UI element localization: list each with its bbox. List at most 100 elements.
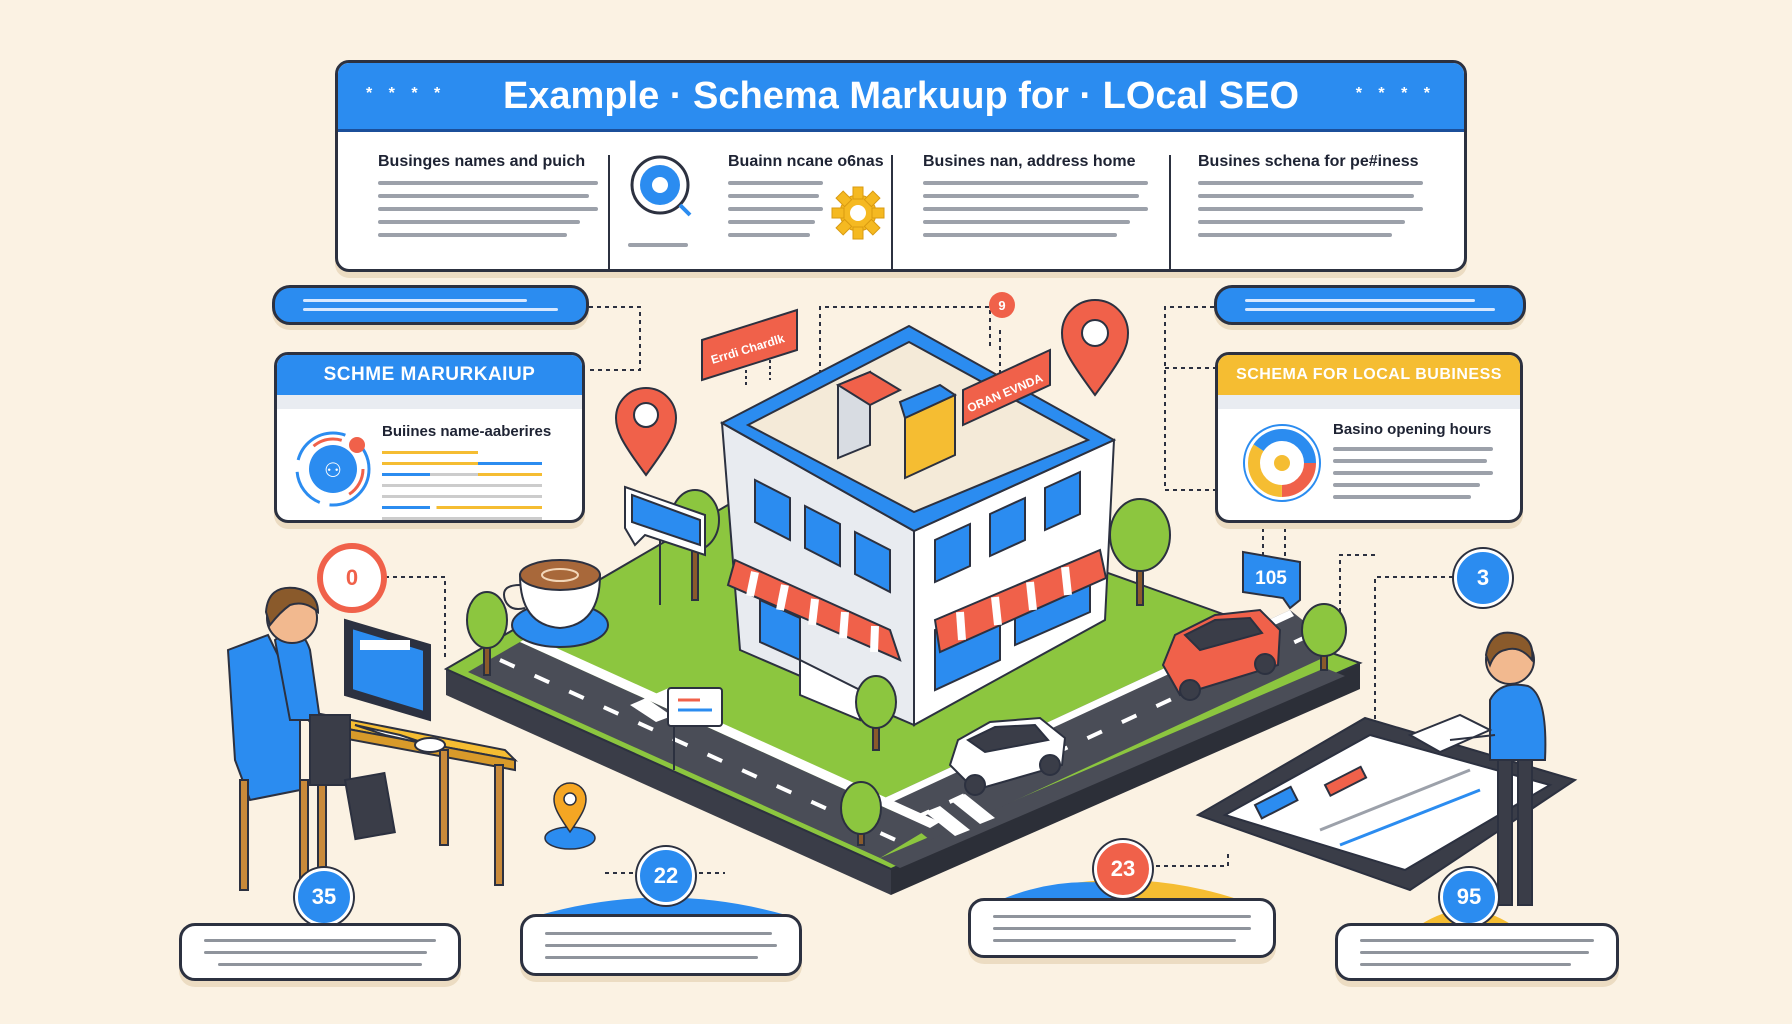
tree-icon <box>840 781 882 846</box>
local-business-schema-card: SCHEMA FOR LOCAL BUBINESS Basino opening… <box>1215 352 1523 523</box>
column-heading: Businges names and puich <box>378 153 586 170</box>
awning-right <box>933 548 1108 654</box>
rooftop-schema-box <box>898 383 958 480</box>
text-line <box>1333 495 1471 499</box>
shop-building <box>719 324 1117 727</box>
text-line <box>1333 447 1493 451</box>
donut-chart-icon <box>1243 424 1321 502</box>
text-line <box>1198 233 1392 237</box>
badge-22: 22 <box>637 847 695 905</box>
awning-left <box>726 558 902 662</box>
person-with-tablet <box>1195 631 1578 906</box>
info-pill-right <box>1214 285 1526 325</box>
address-sign: 105 <box>1242 550 1301 610</box>
card-text-lines <box>382 451 542 520</box>
text-line <box>728 220 816 224</box>
map-pin-icon <box>1060 299 1130 397</box>
tree-icon <box>1301 603 1347 671</box>
card-header: SCHEMA FOR LOCAL BUBINESS <box>1218 355 1520 395</box>
card-strip <box>277 395 582 409</box>
column-text <box>728 181 823 237</box>
text-line <box>1198 181 1423 185</box>
text-line <box>378 207 598 211</box>
banner-column-2: Buainn ncane o6nas <box>628 153 888 269</box>
tree-icon <box>855 675 897 751</box>
white-car <box>948 716 1067 796</box>
card-text-lines <box>1333 447 1493 499</box>
icon-caption <box>628 243 688 247</box>
text-line <box>1198 207 1423 211</box>
column-text <box>923 181 1148 237</box>
text-line <box>378 194 590 198</box>
text-line <box>378 233 568 237</box>
person-at-computer <box>226 586 518 891</box>
decorative-stars: * * * * <box>1355 85 1436 102</box>
decorative-stars: * * * * <box>366 85 447 102</box>
card-strip <box>1218 395 1520 409</box>
column-divider <box>891 155 893 269</box>
badge-3: 3 <box>1454 549 1512 607</box>
pin-badge: 9 <box>989 292 1015 318</box>
note-box-95 <box>1335 923 1619 981</box>
search-magnifier-icon <box>630 155 692 217</box>
coffee-cup-icon <box>503 559 609 648</box>
text-line <box>378 220 581 224</box>
banner-column-4: Busines schena for pe#iness <box>1198 153 1423 269</box>
column-divider <box>1169 155 1171 269</box>
column-heading: Busines nan, address home <box>923 153 1136 170</box>
card-subtitle: Basino opening hours <box>1333 421 1492 438</box>
street-sign <box>624 485 706 605</box>
text-line <box>923 194 1139 198</box>
text-line <box>628 243 688 247</box>
column-text <box>378 181 598 237</box>
info-pill-left <box>272 285 589 325</box>
column-heading: Buainn ncane o6nas <box>728 153 884 170</box>
text-line <box>1198 220 1405 224</box>
text-line <box>378 181 598 185</box>
text-line <box>728 194 820 198</box>
location-pin-icon <box>544 782 596 850</box>
banner-title-bar: * * * * Example · Schema Markuup for · L… <box>338 63 1464 132</box>
note-box-23 <box>968 898 1276 958</box>
column-text <box>1198 181 1423 237</box>
text-line <box>728 233 810 237</box>
svg-text:9: 9 <box>998 298 1005 313</box>
text-line <box>1198 194 1414 198</box>
address-number: 105 <box>1255 568 1287 589</box>
card-header: SCHME MARURKAIUP <box>277 355 582 395</box>
rooftop-server-box <box>835 370 903 460</box>
text-line <box>923 181 1148 185</box>
text-line <box>1333 459 1487 463</box>
badge-95: 95 <box>1440 868 1498 926</box>
note-box-22 <box>520 914 802 976</box>
banner-column-1: Businges names and puich <box>378 153 598 269</box>
tree-icon <box>1109 498 1171 606</box>
text-line <box>728 207 823 211</box>
note-box-35 <box>179 923 461 981</box>
badge-23: 23 <box>1094 840 1152 898</box>
map-pin-icon <box>614 387 678 477</box>
column-divider <box>608 155 610 269</box>
text-line <box>923 207 1148 211</box>
badge-0: 0 <box>323 549 381 607</box>
page-title: Example · Schema Markuup for · LOcal SEO <box>502 74 1300 117</box>
tree-icon <box>466 591 508 676</box>
text-line <box>923 233 1117 237</box>
header-banner: * * * * Example · Schema Markuup for · L… <box>335 60 1467 272</box>
gear-icon <box>831 186 885 240</box>
column-heading: Busines schena for pe#iness <box>1198 153 1419 170</box>
badge-arc-23-blue <box>1000 882 1120 900</box>
text-line <box>1333 471 1493 475</box>
svg-text:⚇: ⚇ <box>324 460 342 482</box>
text-line <box>728 181 823 185</box>
red-car <box>1161 608 1282 701</box>
schema-ring-icon: ⚇ <box>295 431 371 507</box>
banner-column-3: Busines nan, address home <box>923 153 1148 269</box>
card-subtitle: Buiines name-aaberires <box>382 423 552 440</box>
badge-arc-22 <box>540 897 786 915</box>
text-line <box>923 220 1130 224</box>
schema-markup-card: SCHME MARURKAIUP ⚇ Buiines name-aaberire… <box>274 352 585 523</box>
roof-sign-left: Errdi Chardlk <box>701 308 798 385</box>
small-info-sign <box>667 687 723 770</box>
text-line <box>1333 483 1481 487</box>
